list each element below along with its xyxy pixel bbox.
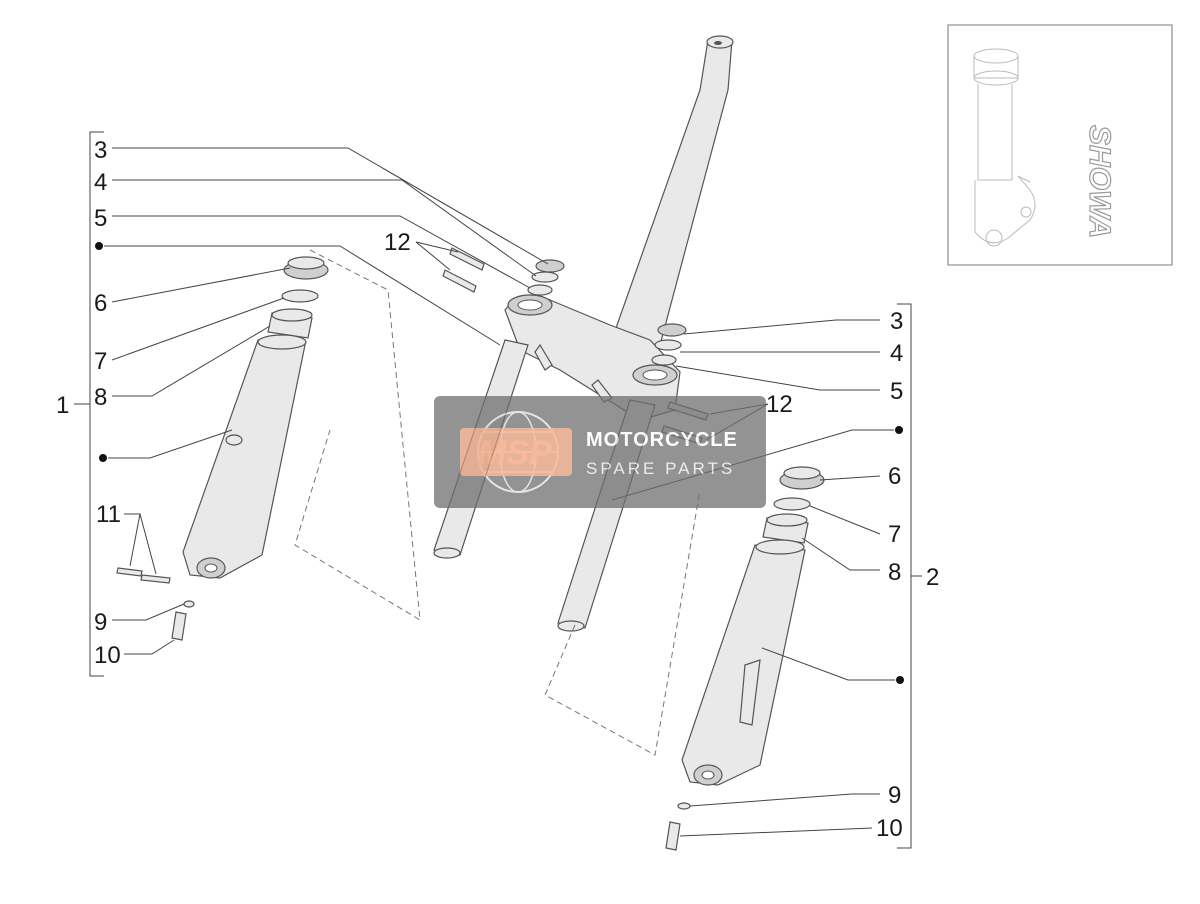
right-dashed-guide <box>544 489 701 756</box>
callout-right-dot-leg <box>896 676 904 684</box>
callout-left-11: 11 <box>96 501 121 528</box>
callout-left-5: 5 <box>94 205 107 232</box>
msp-logo-badge <box>460 428 572 476</box>
left-oil-seal <box>267 308 313 339</box>
center-top-seals <box>527 259 687 366</box>
inset-fork-sketch <box>973 48 1036 247</box>
callout-right-3: 3 <box>890 308 903 335</box>
callout-right-8: 8 <box>888 559 901 586</box>
callout-right-4: 4 <box>890 340 903 367</box>
callout-left-dot-tube <box>95 242 103 250</box>
steering-tube <box>609 35 734 346</box>
callout-right-10: 10 <box>876 815 903 842</box>
inset-box: SHOWA <box>947 24 1173 266</box>
left-axle-bolt <box>171 611 187 641</box>
left-lower-leg <box>182 334 307 579</box>
left-dashed-guide <box>294 249 421 621</box>
right-washer <box>677 802 691 810</box>
left-dust-seal <box>283 256 329 280</box>
right-axle-bolt <box>665 821 681 851</box>
callout-left-3: 3 <box>94 137 107 164</box>
left-washer <box>183 600 195 608</box>
callout-right-6: 6 <box>888 463 901 490</box>
callout-left-8: 8 <box>94 384 107 411</box>
callout-left-10: 10 <box>94 642 121 669</box>
callout-2: 2 <box>926 564 939 591</box>
watermark-logo: MSP <box>478 434 552 472</box>
watermark-line2: SPARE PARTS <box>586 459 735 478</box>
right-lower-leg <box>681 539 806 786</box>
callout-right-5: 5 <box>890 378 903 405</box>
left-caliper-bolts <box>116 567 171 584</box>
right-oil-seal <box>762 513 809 544</box>
right-bracket <box>897 303 922 849</box>
triple-clamp <box>504 294 681 421</box>
right-dust-seal <box>779 466 825 490</box>
callout-left-7: 7 <box>94 348 107 375</box>
callout-left-12: 12 <box>384 229 411 256</box>
clamp-bolts-top <box>442 247 485 293</box>
callout-left-9: 9 <box>94 609 107 636</box>
callout-left-4: 4 <box>94 169 107 196</box>
right-circlip <box>773 497 811 511</box>
watermark: MSP MOTORCYCLE SPARE PARTS <box>434 396 766 508</box>
inset-brand-text: SHOWA <box>1083 125 1116 238</box>
left-bracket <box>74 131 104 677</box>
callout-right-9: 9 <box>888 782 901 809</box>
watermark-line1: MOTORCYCLE <box>586 429 738 451</box>
left-circlip <box>281 289 319 303</box>
callout-left-6: 6 <box>94 290 107 317</box>
callout-right-dot-tube <box>895 426 903 434</box>
callout-right-12: 12 <box>766 391 793 418</box>
callout-left-dot-leg <box>99 454 107 462</box>
callout-1: 1 <box>56 392 69 419</box>
callout-right-7: 7 <box>888 521 901 548</box>
